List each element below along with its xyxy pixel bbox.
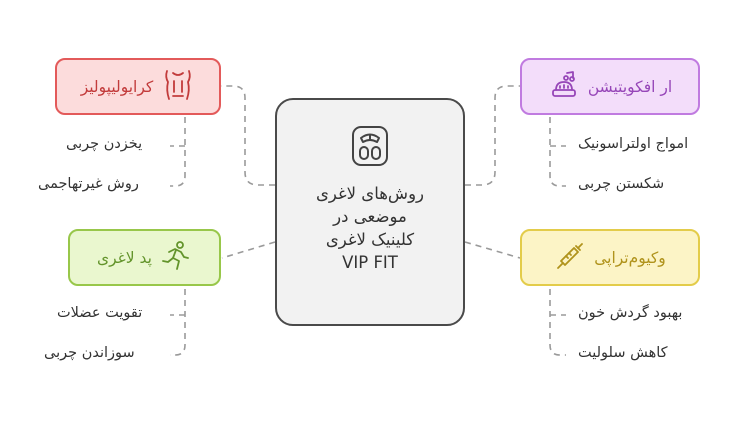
topic-ultracavitation: ار افکویتیشن — [520, 58, 700, 115]
branch-ultracavitation — [549, 106, 566, 187]
topic-vacuum-therapy: وکیوم‌تراپی — [520, 229, 700, 286]
branch-fat-burning-pad — [170, 278, 186, 356]
topic-label: پد لاغری — [96, 248, 152, 267]
central-topic: روش‌های لاغری موضعی در کلینیک لاغری VIP … — [275, 98, 465, 326]
connector-cryolipolysis — [221, 85, 275, 186]
topic-label: کرایولیپولیز — [80, 77, 154, 96]
branch-vacuum-therapy — [549, 278, 566, 356]
topic-item: امواج اولتراسونیک — [578, 136, 689, 152]
music-notes-icon — [548, 69, 580, 105]
topic-label: ار افکویتیشن — [587, 77, 673, 96]
syringe-icon — [554, 240, 586, 276]
topic-item: بهبود گردش خون — [578, 305, 683, 321]
topic-label: وکیوم‌تراپی — [594, 248, 666, 267]
scale-icon — [348, 124, 392, 172]
connector-fat-burning-pad — [221, 241, 276, 259]
central-title-line: VIP FIT — [342, 253, 398, 272]
torso-icon — [161, 68, 195, 106]
central-topic-title: روش‌های لاغری موضعی در کلینیک لاغری VIP … — [316, 182, 424, 274]
branch-cryolipolysis — [170, 106, 186, 187]
connector-vacuum-therapy — [464, 241, 521, 259]
topic-item: روش غیرتهاجمی — [38, 176, 139, 192]
topic-item: تقویت عضلات — [57, 305, 143, 321]
topic-item: یخزدن چربی — [66, 136, 143, 152]
topic-item: کاهش سلولیت — [578, 345, 668, 361]
connector-ultracavitation — [465, 85, 520, 186]
topic-fat-burning-pad: پد لاغری — [68, 229, 221, 286]
central-title-line: روش‌های لاغری — [315, 184, 425, 203]
central-title-line: موضعی در — [333, 207, 407, 226]
central-title-line: کلینیک لاغری — [325, 230, 415, 249]
topic-cryolipolysis: کرایولیپولیز — [55, 58, 221, 115]
topic-item: سوزاندن چربی — [44, 345, 135, 361]
runner-icon — [160, 240, 192, 276]
topic-item: شکستن چربی — [578, 176, 665, 192]
